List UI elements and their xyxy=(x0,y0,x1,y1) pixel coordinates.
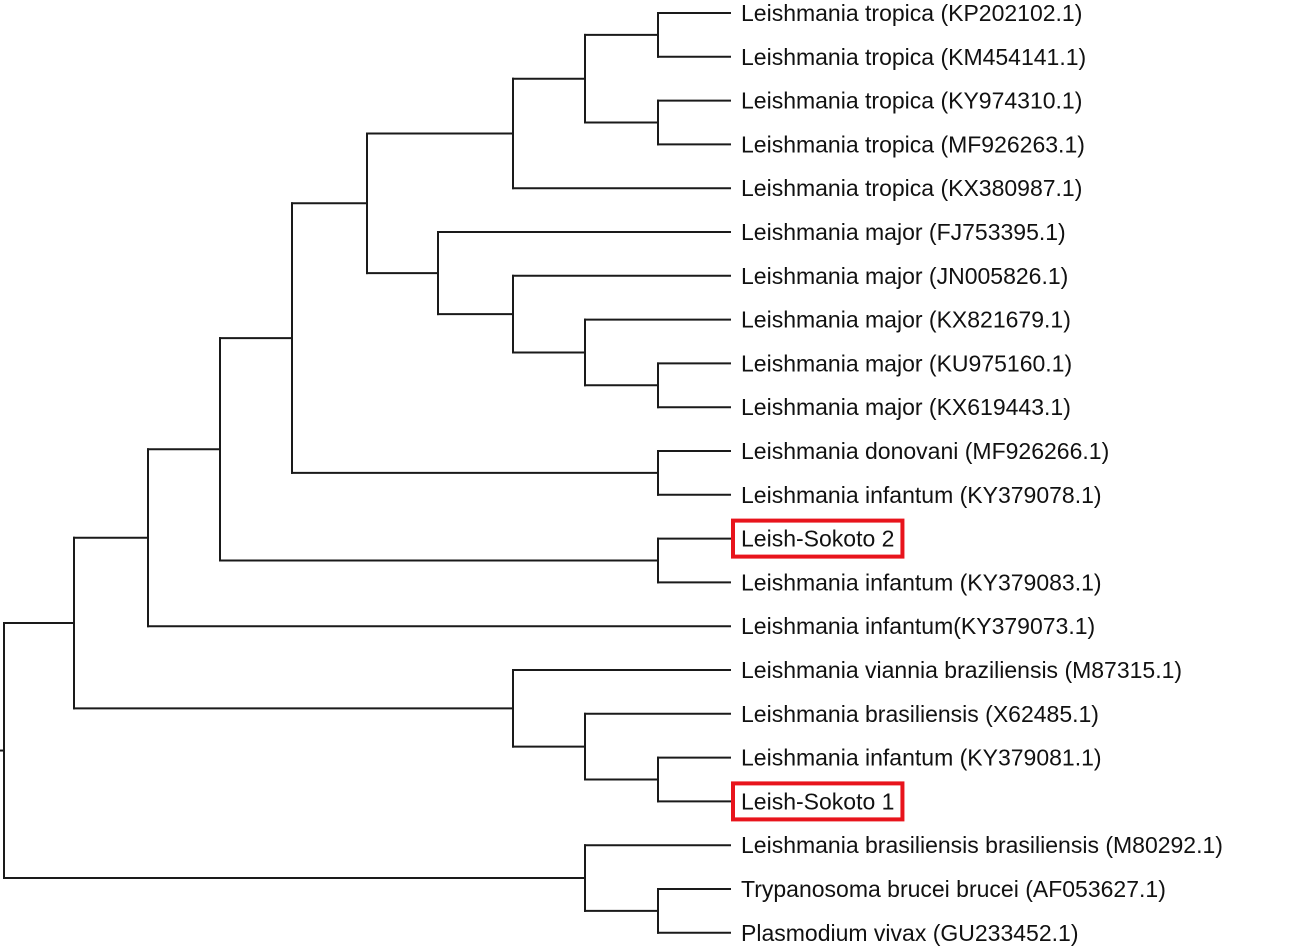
highlight-box xyxy=(731,518,905,559)
leaf-label: Leishmania infantum (KY379081.1) xyxy=(741,745,1102,771)
leaf-label: Leishmania major (KX821679.1) xyxy=(741,307,1071,333)
leaf-label: Leishmania brasiliensis brasiliensis (M8… xyxy=(741,832,1223,858)
leaf-label: Leishmania tropica (MF926263.1) xyxy=(741,131,1085,157)
leaf-label: Leishmania infantum (KY379083.1) xyxy=(741,569,1102,595)
leaf-label: Leishmania viannia braziliensis (M87315.… xyxy=(741,657,1182,683)
leaf-label: Leishmania tropica (KM454141.1) xyxy=(741,44,1086,70)
leaf-label: Leishmania infantum (KY379078.1) xyxy=(741,482,1102,508)
leaf-label: Leishmania major (KU975160.1) xyxy=(741,350,1072,376)
leaf-label: Leishmania major (KX619443.1) xyxy=(741,394,1071,420)
leaf-label: Leishmania major (JN005826.1) xyxy=(741,263,1068,289)
leaf-label: Leishmania infantum(KY379073.1) xyxy=(741,613,1095,639)
leaf-label: Leishmania major (FJ753395.1) xyxy=(741,219,1066,245)
leaf-label: Leishmania donovani (MF926266.1) xyxy=(741,438,1109,464)
leaf-label: Trypanosoma brucei brucei (AF053627.1) xyxy=(741,876,1166,902)
leaf-label: Plasmodium vivax (GU233452.1) xyxy=(741,920,1078,946)
leaf-label: Leishmania tropica (KX380987.1) xyxy=(741,175,1082,201)
leaf-label: Leishmania brasiliensis (X62485.1) xyxy=(741,701,1099,727)
leaf-label: Leishmania tropica (KP202102.1) xyxy=(741,0,1082,26)
leaf-label: Leishmania tropica (KY974310.1) xyxy=(741,88,1082,114)
highlighted-leaf-label: Leish-Sokoto 2 xyxy=(741,526,894,552)
leaf-labels: Leishmania tropica (KP202102.1) Leishmani… xyxy=(731,0,1223,946)
tree-branches xyxy=(0,12,731,934)
highlight-box xyxy=(731,781,905,822)
highlighted-leaf-label: Leish-Sokoto 1 xyxy=(741,788,894,814)
